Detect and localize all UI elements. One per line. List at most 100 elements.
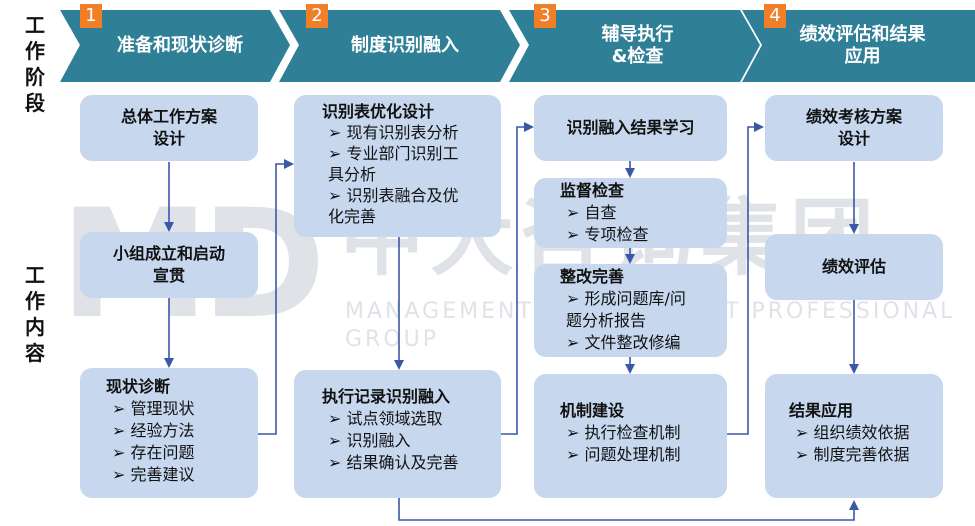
box-title: 执行记录识别融入: [322, 387, 451, 406]
bullet-icon: ➢: [566, 423, 580, 442]
arrow-col1-to-col2: [258, 159, 294, 435]
box-line: 绩效评估: [821, 257, 886, 276]
list-item: ➢ 经验方法: [106, 420, 248, 442]
bullet-icon: ➢: [328, 453, 342, 472]
list-item: ➢ 存在问题: [106, 442, 248, 464]
bullet-icon: ➢: [795, 445, 809, 464]
stage-4-title-line: 绩效评估和结果: [799, 24, 926, 45]
bullet-icon: ➢: [112, 421, 126, 440]
box-title: 现状诊断: [106, 377, 171, 396]
stage-1-number: 1: [80, 4, 102, 28]
list-item: ➢ 问题处理机制: [560, 444, 717, 466]
item-text: 问题处理机制: [584, 445, 681, 464]
item-text: 自查: [584, 203, 617, 222]
box-overall-plan-design: 总体工作方案 设计: [80, 95, 258, 161]
box-rectification: 整改完善 ➢ 形成问题库/问 题分析报告 ➢ 文件整改修编: [534, 264, 727, 357]
content-label-char: 作: [25, 289, 45, 313]
bullet-icon: ➢: [112, 399, 126, 418]
item-text: 经验方法: [130, 421, 195, 440]
item-text: 识别表融合及优: [346, 186, 459, 205]
box-title: 监督检查: [560, 181, 625, 200]
box-line: 设计: [837, 129, 870, 148]
bullet-icon: ➢: [328, 144, 342, 163]
list-item: ➢ 形成问题库/问 题分析报告: [560, 288, 717, 332]
item-text: 形成问题库/问: [584, 289, 686, 308]
bullet-icon: ➢: [566, 225, 580, 244]
box-identification-table-design: 识别表优化设计 ➢ 现有识别表分析 ➢ 专业部门识别工 具分析 ➢ 识别表融合及…: [294, 95, 501, 237]
bullet-icon: ➢: [328, 409, 342, 428]
item-text-continued: 具分析: [328, 165, 377, 184]
stage-label-char: 作: [25, 39, 45, 63]
content-row-label: 工 作 内 容: [22, 262, 48, 366]
arrow-bottom-loop: [398, 498, 859, 521]
item-text: 专项检查: [584, 225, 649, 244]
box-line: 小组成立和启动: [112, 244, 225, 263]
item-text: 执行检查机制: [584, 423, 681, 442]
stage-4-title-line: 应用: [844, 46, 881, 67]
box-status-diagnosis: 现状诊断 ➢ 管理现状 ➢ 经验方法 ➢ 存在问题 ➢ 完善建议: [80, 368, 258, 498]
list-item: ➢ 完善建议: [106, 464, 248, 486]
bullet-icon: ➢: [566, 289, 580, 308]
box-title: 结果应用: [789, 401, 854, 420]
stage-chevrons: [60, 10, 975, 82]
item-text: 文件整改修编: [584, 333, 681, 352]
list-item: ➢ 试点领域选取: [322, 408, 491, 430]
list-item: ➢ 自查: [560, 202, 717, 224]
box-result-application: 结果应用 ➢ 组织绩效依据 ➢ 制度完善依据: [765, 374, 943, 498]
stage-row-label: 工 作 阶 段: [22, 12, 48, 116]
stage-2-title: 制度识别融入: [300, 10, 510, 82]
arrow-col3-to-col4: [727, 122, 764, 435]
list-item: ➢ 结果确认及完善: [322, 452, 491, 474]
box-line: 总体工作方案: [120, 107, 217, 126]
stage-3-title: 辅导执行 &检查: [530, 10, 745, 82]
item-text-continued: 化完善: [328, 207, 377, 226]
stage-4-chevron: [742, 10, 975, 82]
item-text: 组织绩效依据: [813, 423, 910, 442]
stage-label-char: 段: [25, 91, 45, 115]
box-mechanism-building: 机制建设 ➢ 执行检查机制 ➢ 问题处理机制: [534, 374, 727, 498]
stage-4-title: 绩效评估和结果 应用: [765, 10, 960, 82]
stage-3-title-line: 辅导执行: [601, 24, 674, 45]
item-text: 制度完善依据: [813, 445, 910, 464]
bullet-icon: ➢: [566, 203, 580, 222]
bullet-icon: ➢: [112, 465, 126, 484]
item-text: 现有识别表分析: [346, 123, 459, 142]
content-label-char: 工: [25, 263, 45, 287]
stage-2-chevron: [279, 10, 520, 82]
item-text: 识别融入: [346, 431, 411, 450]
box-title: 整改完善: [560, 267, 625, 286]
box-line: 宣贯: [152, 266, 185, 285]
box-supervision-inspection: 监督检查 ➢ 自查 ➢ 专项检查: [534, 178, 727, 248]
list-item: ➢ 组织绩效依据: [789, 422, 933, 444]
stage-4-number: 4: [764, 4, 786, 28]
list-item: ➢ 现有识别表分析: [322, 122, 491, 143]
stage-label-char: 阶: [25, 65, 45, 89]
box-performance-evaluation: 绩效评估: [765, 234, 943, 300]
stage-label-char: 工: [25, 13, 45, 37]
list-item: ➢ 管理现状: [106, 398, 248, 420]
box-team-kickoff: 小组成立和启动 宣贯: [80, 232, 258, 298]
list-item: ➢ 制度完善依据: [789, 444, 933, 466]
bullet-icon: ➢: [112, 443, 126, 462]
content-label-char: 容: [25, 341, 45, 365]
item-text: 试点领域选取: [346, 409, 443, 428]
box-line: 绩效考核方案: [805, 107, 902, 126]
box-performance-plan-design: 绩效考核方案 设计: [765, 95, 943, 161]
stage-1-title: 准备和现状诊断: [80, 10, 280, 82]
item-text: 完善建议: [130, 465, 195, 484]
box-integration-result-study: 识别融入结果学习: [534, 95, 727, 161]
list-item: ➢ 识别融入: [322, 430, 491, 452]
stage-2-title-line: 制度识别融入: [351, 35, 459, 56]
content-label-char: 内: [25, 315, 45, 339]
stage-1-title-line: 准备和现状诊断: [117, 35, 243, 56]
item-text-continued: 题分析报告: [566, 311, 647, 330]
connector-arrows: [164, 122, 859, 521]
box-line: 识别融入结果学习: [566, 118, 695, 137]
stage-3-title-line: &检查: [611, 46, 664, 67]
stage-1-chevron: [60, 10, 290, 82]
list-item: ➢ 文件整改修编: [560, 332, 717, 354]
bullet-icon: ➢: [795, 423, 809, 442]
bullet-icon: ➢: [566, 333, 580, 352]
bullet-icon: ➢: [328, 186, 342, 205]
